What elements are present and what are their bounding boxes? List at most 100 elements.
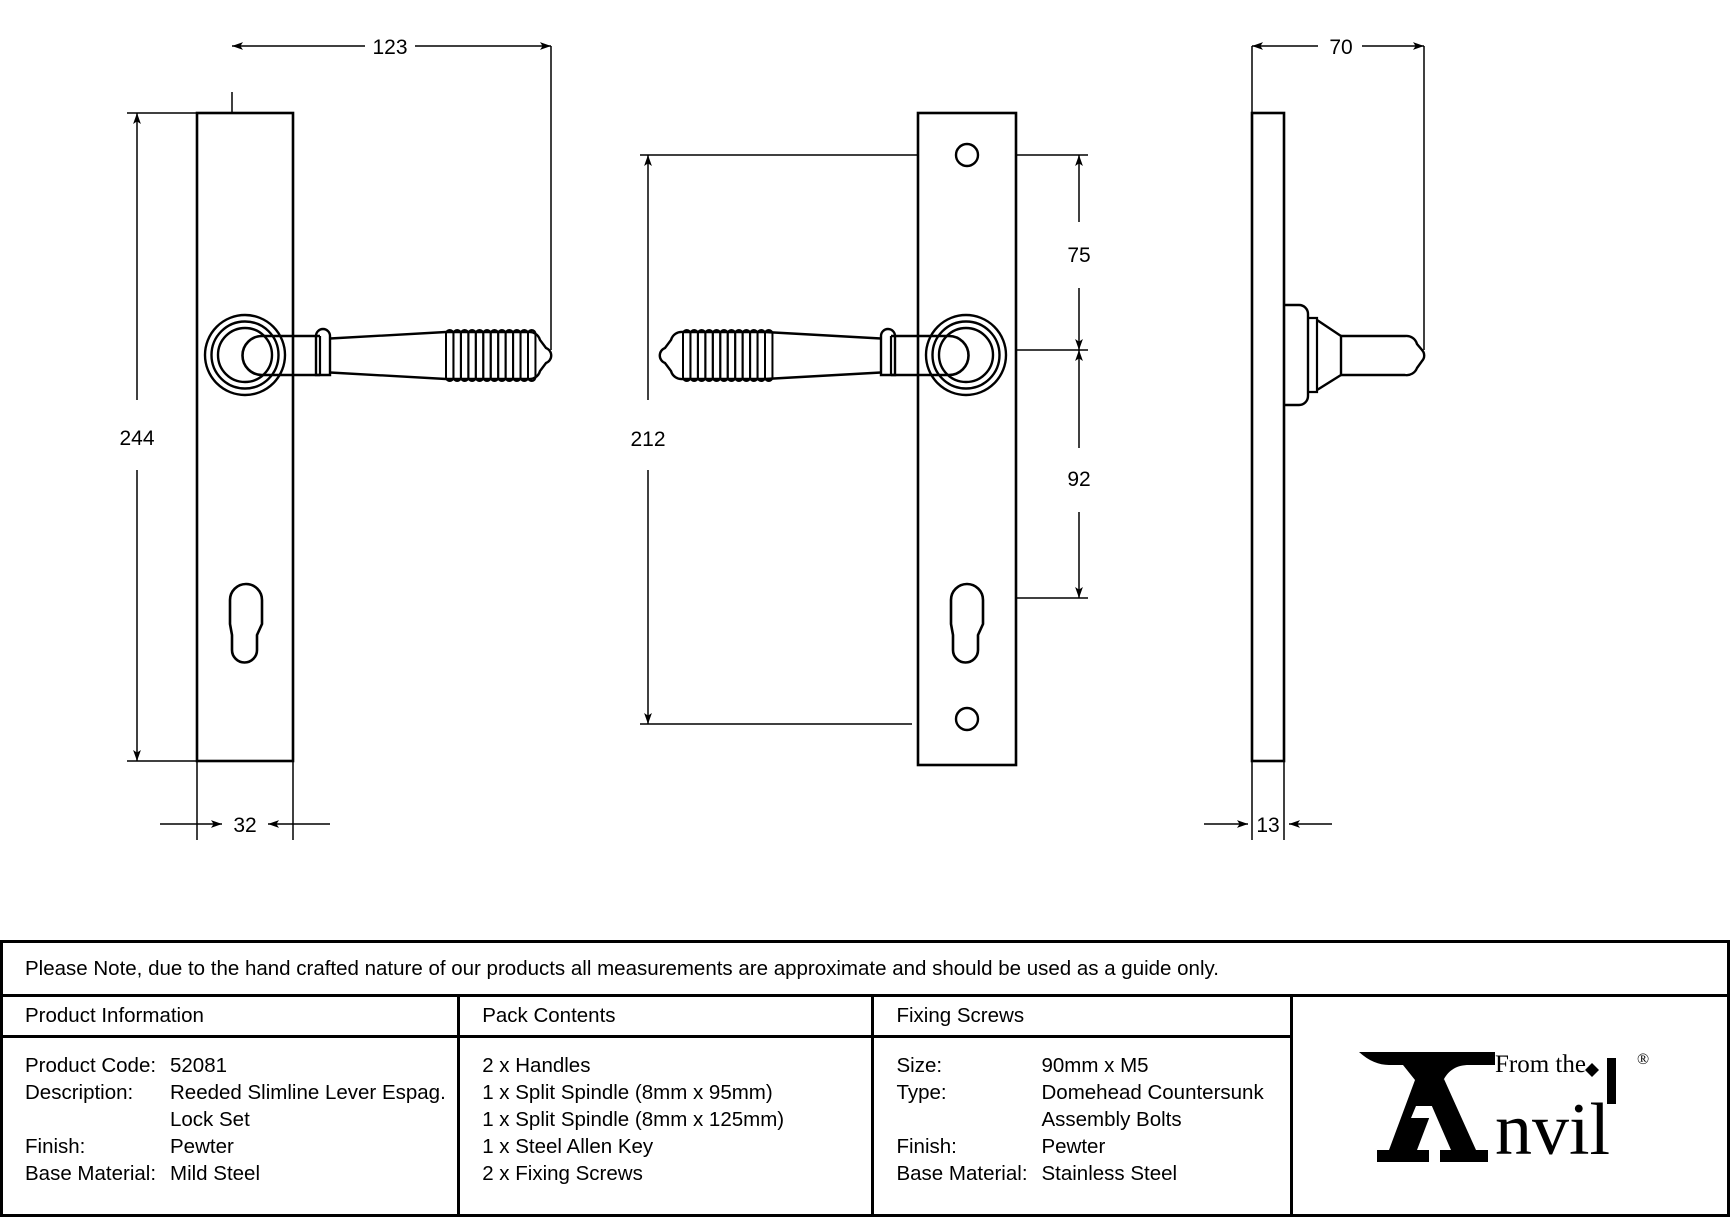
screw-base-material-label: Base Material: bbox=[896, 1162, 1028, 1185]
lever-shaft-left bbox=[329, 330, 447, 381]
backplate-left bbox=[195, 111, 295, 763]
rose-ring-outer-middle bbox=[924, 313, 1008, 397]
screw-type-label: Type: bbox=[896, 1081, 947, 1104]
description-label: Description: bbox=[25, 1081, 134, 1104]
fixing-hole-bottom bbox=[954, 706, 980, 732]
rose-ring-inner-left bbox=[216, 326, 274, 384]
information-block: Please Note, due to the hand crafted nat… bbox=[0, 940, 1730, 1217]
product-information-heading: Product Information bbox=[25, 1004, 204, 1027]
dimension-75-label: 75 bbox=[1067, 244, 1090, 267]
dimension-92-label: 92 bbox=[1067, 468, 1090, 491]
dimension-244-label: 244 bbox=[119, 427, 154, 450]
euro-cylinder-keyhole-middle bbox=[949, 582, 985, 664]
dimension-92 bbox=[1016, 350, 1088, 599]
list-item: 1 x Split Spindle (8mm x 95mm) bbox=[482, 1081, 773, 1104]
euro-cylinder-keyhole-left bbox=[228, 582, 264, 664]
list-item: 2 x Handles bbox=[482, 1054, 591, 1077]
rose-ring-inner-middle bbox=[937, 326, 995, 384]
screw-type-value: Domehead Countersunk bbox=[1041, 1081, 1264, 1104]
pack-contents-column: Pack Contents 2 x Handles 1 x Split Spin… bbox=[460, 997, 875, 1217]
lever-collar-outer-left bbox=[314, 327, 332, 377]
screw-size-label: Size: bbox=[896, 1054, 943, 1077]
rose-ring-mid-left bbox=[210, 320, 280, 390]
registered-trademark-icon: ® bbox=[1637, 1051, 1649, 1068]
product-information-heading-cell: Product Information bbox=[3, 997, 458, 1038]
fixing-screws-heading-cell: Fixing Screws bbox=[874, 997, 1290, 1038]
logo-anvil-text: nvil bbox=[1495, 1089, 1610, 1171]
note-row: Please Note, due to the hand crafted nat… bbox=[3, 943, 1727, 997]
dimension-212 bbox=[640, 154, 918, 725]
product-code-label: Product Code: bbox=[25, 1054, 157, 1077]
list-item: 1 x Split Spindle (8mm x 125mm) bbox=[482, 1108, 785, 1131]
description-label-cont bbox=[25, 1106, 170, 1133]
rose-ring-outer-left bbox=[203, 313, 287, 397]
anvil-a-right-leg bbox=[1430, 1079, 1488, 1162]
from-the-anvil-logo: From the nvil ® bbox=[1358, 1051, 1649, 1171]
screw-finish-value: Pewter bbox=[1041, 1135, 1106, 1158]
screw-base-material-value: Stainless Steel bbox=[1041, 1162, 1178, 1185]
screw-type-label-cont bbox=[896, 1106, 1041, 1133]
lever-shaft-middle bbox=[764, 330, 882, 381]
table-row: Base Material: Stainless Steel bbox=[896, 1160, 1289, 1187]
description-value: Reeded Slimline Lever Espag. bbox=[170, 1081, 446, 1104]
screw-finish-label: Finish: bbox=[896, 1135, 957, 1158]
table-row: Product Code: 52081 bbox=[25, 1052, 457, 1079]
lever-neck-middle bbox=[891, 334, 970, 377]
view-side-profile bbox=[1250, 111, 1426, 763]
product-information-body: Product Code: 52081 Description: Reeded … bbox=[3, 1038, 457, 1187]
dimension-32-label: 32 bbox=[233, 814, 256, 837]
note-text: Please Note, due to the hand crafted nat… bbox=[25, 956, 1219, 980]
lever-neck-left bbox=[241, 334, 320, 377]
rose-boss-inner-side bbox=[1308, 316, 1319, 394]
dimension-70 bbox=[1251, 42, 1425, 350]
lever-body-side bbox=[1341, 334, 1426, 377]
table-row: Description: Reeded Slimline Lever Espag… bbox=[25, 1079, 457, 1106]
dimension-13-label: 13 bbox=[1256, 814, 1279, 837]
table-row: Assembly Bolts bbox=[896, 1106, 1289, 1133]
table-row: Base Material: Mild Steel bbox=[25, 1160, 457, 1187]
base-material-label: Base Material: bbox=[25, 1162, 157, 1185]
table-row: Finish: Pewter bbox=[896, 1133, 1289, 1160]
fixing-screws-column: Fixing Screws Size: 90mm x M5 Type: Dome… bbox=[874, 997, 1293, 1217]
dimension-123 bbox=[231, 42, 552, 350]
fixing-screws-heading: Fixing Screws bbox=[896, 1004, 1025, 1027]
product-code-value: 52081 bbox=[170, 1054, 228, 1077]
view-front-right bbox=[658, 111, 1018, 767]
lever-collar-outer-middle bbox=[879, 327, 897, 377]
list-item: 1 x Steel Allen Key bbox=[482, 1135, 654, 1158]
base-material-value: Mild Steel bbox=[170, 1162, 261, 1185]
lever-reeding-middle bbox=[682, 329, 774, 382]
description-value-cont: Lock Set bbox=[170, 1108, 250, 1131]
pack-contents-heading: Pack Contents bbox=[482, 1004, 616, 1027]
list-item: 2 x Fixing Screws bbox=[482, 1162, 643, 1185]
dimension-32 bbox=[160, 761, 330, 840]
table-row: Finish: Pewter bbox=[25, 1133, 457, 1160]
dimension-13 bbox=[1204, 761, 1332, 840]
backplate-middle bbox=[916, 111, 1018, 767]
dimension-123-label: 123 bbox=[372, 36, 407, 59]
backplate-edge-side bbox=[1250, 111, 1286, 763]
logo-from-the-text: From the bbox=[1495, 1051, 1586, 1078]
info-columns: Product Information Product Code: 52081 … bbox=[3, 997, 1727, 1217]
fixing-hole-top bbox=[954, 142, 980, 168]
logo-l-ascender bbox=[1606, 1058, 1616, 1104]
finish-value: Pewter bbox=[170, 1135, 234, 1158]
lever-neck-side bbox=[1316, 319, 1343, 392]
lever-reeding-left bbox=[445, 329, 537, 382]
lever-tip-left bbox=[527, 330, 553, 381]
finish-label: Finish: bbox=[25, 1135, 86, 1158]
lever-tip-middle bbox=[658, 330, 684, 381]
pack-contents-heading-cell: Pack Contents bbox=[460, 997, 872, 1038]
pack-contents-body: 2 x Handles 1 x Split Spindle (8mm x 95m… bbox=[460, 1038, 871, 1187]
table-row: Type: Domehead Countersunk bbox=[896, 1079, 1289, 1106]
view-front-left bbox=[195, 111, 553, 763]
product-information-column: Product Information Product Code: 52081 … bbox=[3, 997, 461, 1217]
screw-type-value-cont: Assembly Bolts bbox=[1041, 1108, 1182, 1131]
fixing-screws-body: Size: 90mm x M5 Type: Domehead Countersu… bbox=[874, 1038, 1289, 1187]
table-row: Size: 90mm x M5 bbox=[896, 1052, 1289, 1079]
screw-size-value: 90mm x M5 bbox=[1041, 1054, 1149, 1077]
logo-column: From the nvil ® bbox=[1293, 997, 1727, 1217]
diamond-icon bbox=[1584, 1063, 1599, 1077]
dimension-212-label: 212 bbox=[630, 428, 665, 451]
rose-boss-side bbox=[1284, 303, 1310, 407]
